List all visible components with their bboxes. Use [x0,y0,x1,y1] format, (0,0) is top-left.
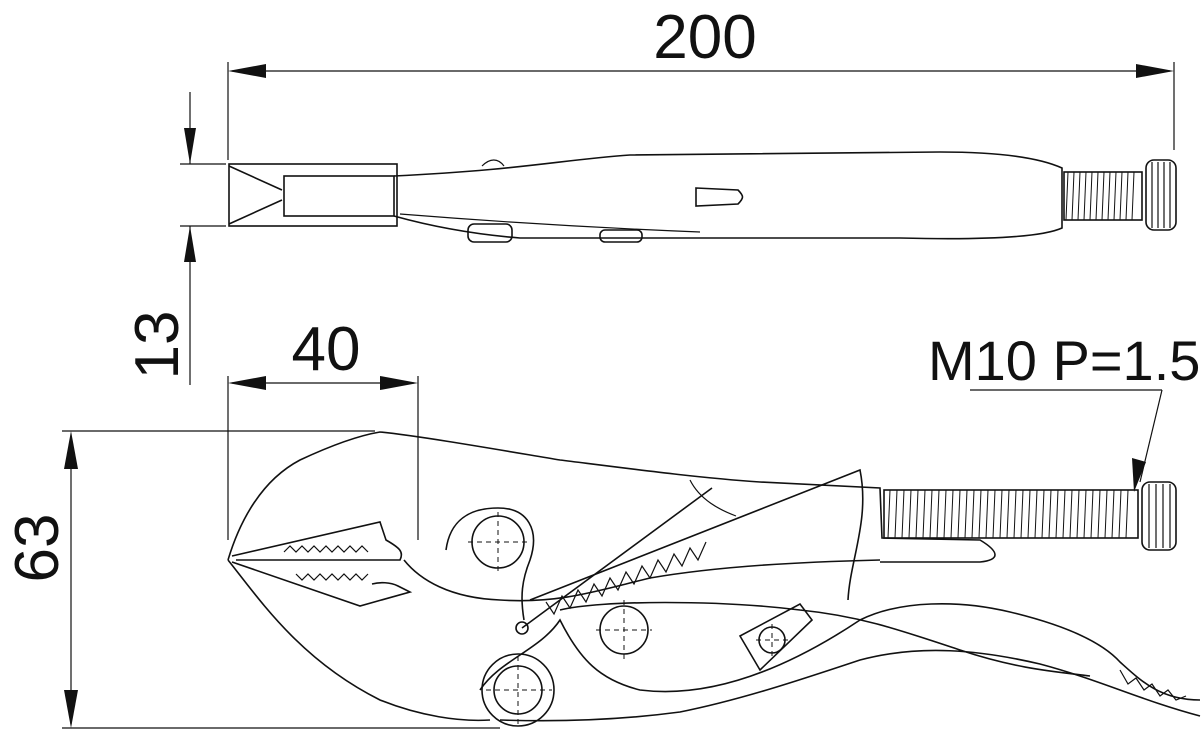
thickness-label: 13 [123,311,192,380]
jaw-length-dimension: 40 [227,315,419,540]
side-view [227,431,1201,727]
spring [515,479,737,635]
thread-callout: M10 P=1.5 [928,329,1200,492]
height-dimension: 63 [3,430,500,729]
height-label: 63 [3,514,72,583]
side-thread-lines [887,489,1129,539]
jaw-length-label: 40 [292,315,361,384]
thread-spec-label: M10 P=1.5 [928,329,1200,392]
overall-length-dimension: 200 [227,3,1175,160]
top-view [228,151,1177,243]
top-thread-lines [1065,171,1135,221]
thickness-dimension: 13 [123,92,226,385]
overall-length-label: 200 [653,3,756,72]
